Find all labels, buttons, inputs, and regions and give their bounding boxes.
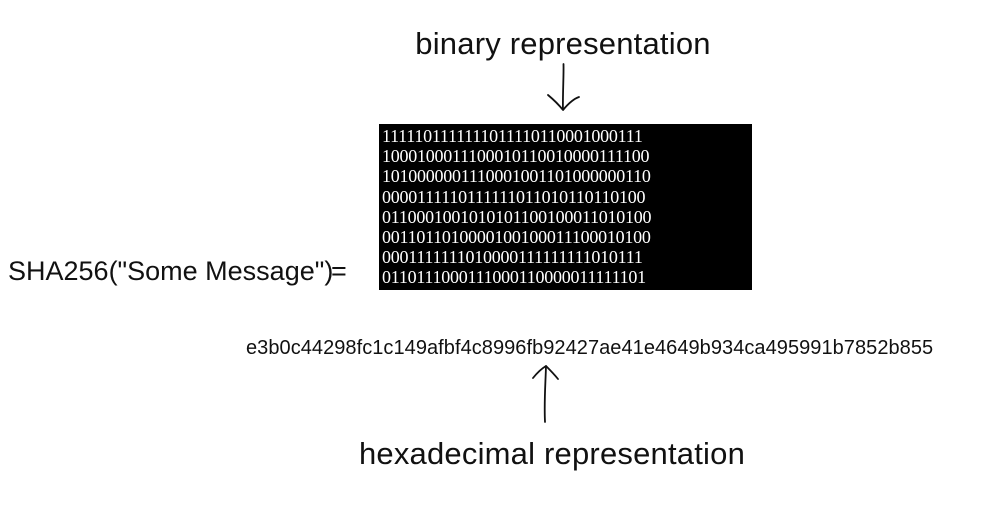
hexadecimal-representation-label: hexadecimal representation — [358, 436, 746, 471]
binary-row: 1111101111111011110110001000111 — [382, 126, 643, 146]
binary-row: 0110001001010101100100011010100 — [382, 206, 652, 227]
binary-row: 1000100011100010110010000111100 — [382, 146, 650, 167]
equals-sign: = — [331, 256, 347, 286]
binary-block: 1111101111111011110110001000111 10001000… — [379, 124, 752, 290]
binary-row: 0001111111010000111111111010111 — [382, 247, 643, 268]
binary-row: 0011011010000100100011100010100 — [382, 227, 651, 248]
arrow-up-icon — [532, 365, 559, 423]
arrow-down-icon — [547, 63, 580, 111]
binary-representation-label: binary representation — [415, 26, 711, 61]
binary-row: 1010000001110001001101000000110 — [382, 166, 651, 187]
binary-row: 0000111110111111011010110110100 — [382, 186, 646, 207]
binary-row: 0110111000111000110000011111101 — [382, 267, 646, 288]
sha256-function-call: SHA256("Some Message") — [8, 256, 334, 286]
hex-hash-value: e3b0c44298fc1c149afbf4c8996fb92427ae41e4… — [246, 337, 934, 359]
